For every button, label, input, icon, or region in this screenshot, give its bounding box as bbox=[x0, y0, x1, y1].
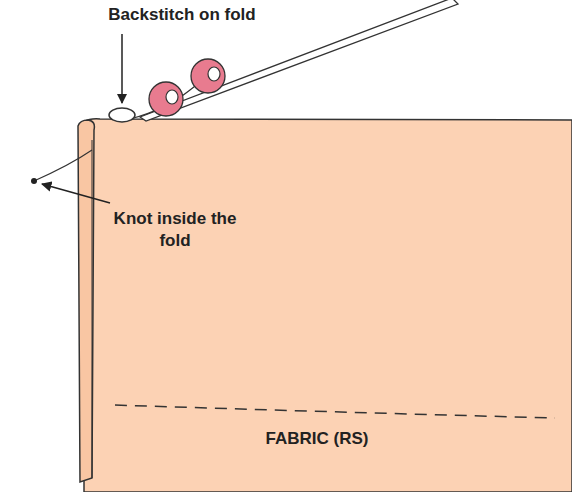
knot bbox=[31, 178, 37, 184]
bead-hole bbox=[166, 90, 178, 104]
stitch-line bbox=[115, 405, 555, 418]
thread-tail bbox=[34, 150, 92, 181]
fabric-fold bbox=[78, 120, 94, 482]
leader-arrow bbox=[42, 184, 110, 203]
bead bbox=[191, 59, 225, 93]
fold-line bbox=[92, 140, 93, 478]
callout-label: Knot inside the fold bbox=[113, 208, 238, 252]
fabric bbox=[84, 119, 572, 492]
callout-label: Backstitch on fold bbox=[108, 4, 255, 26]
bead-hole bbox=[208, 67, 220, 81]
leader-arrow bbox=[121, 34, 123, 103]
bead bbox=[149, 82, 183, 116]
backstitch-loop bbox=[109, 108, 135, 122]
fabric-label: FABRIC (RS) bbox=[266, 428, 369, 450]
